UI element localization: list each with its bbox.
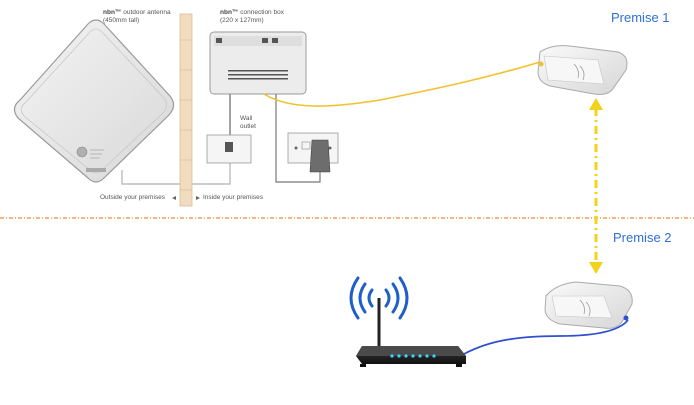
inside-premises-label: Inside your premises [203,194,263,201]
power-adapter-icon [275,94,331,183]
connection-box-size: (220 x 127mm) [220,17,264,24]
outside-arrow-icon [172,196,176,200]
outdoor-antenna-icon [13,19,175,183]
antenna-brand: nbn™ [103,9,122,16]
wifi-signal-icon [349,276,409,320]
router-icon [356,298,466,367]
inside-arrow-icon [196,196,200,200]
outside-premises-label: Outside your premises [100,194,166,201]
wall-outlet-label-line1: Wall [240,115,253,122]
wireless-link-arrow [589,98,603,274]
wireless-bridge-icon [544,281,633,329]
box-brand: nbn™ [220,9,239,16]
wireless-bridge-icon [537,45,628,95]
premise-1-label: Premise 1 [611,10,670,25]
blue-ethernet-cable [463,319,629,355]
premise-2-label: Premise 2 [613,230,672,245]
antenna-label: nbn™ outdoor antenna [103,9,171,17]
wall-icon [179,13,193,207]
connection-box-icon [209,31,307,95]
wall-outlet-label-line2: outlet [240,123,256,130]
connection-box-label: nbn™ connection box [220,9,284,17]
yellow-ethernet-cable [263,61,541,107]
wall-outlet-icon [206,134,252,164]
antenna-desc: outdoor antenna [121,9,171,16]
antenna-size: (450mm tall) [103,17,140,24]
box-desc: connection box [238,9,284,16]
